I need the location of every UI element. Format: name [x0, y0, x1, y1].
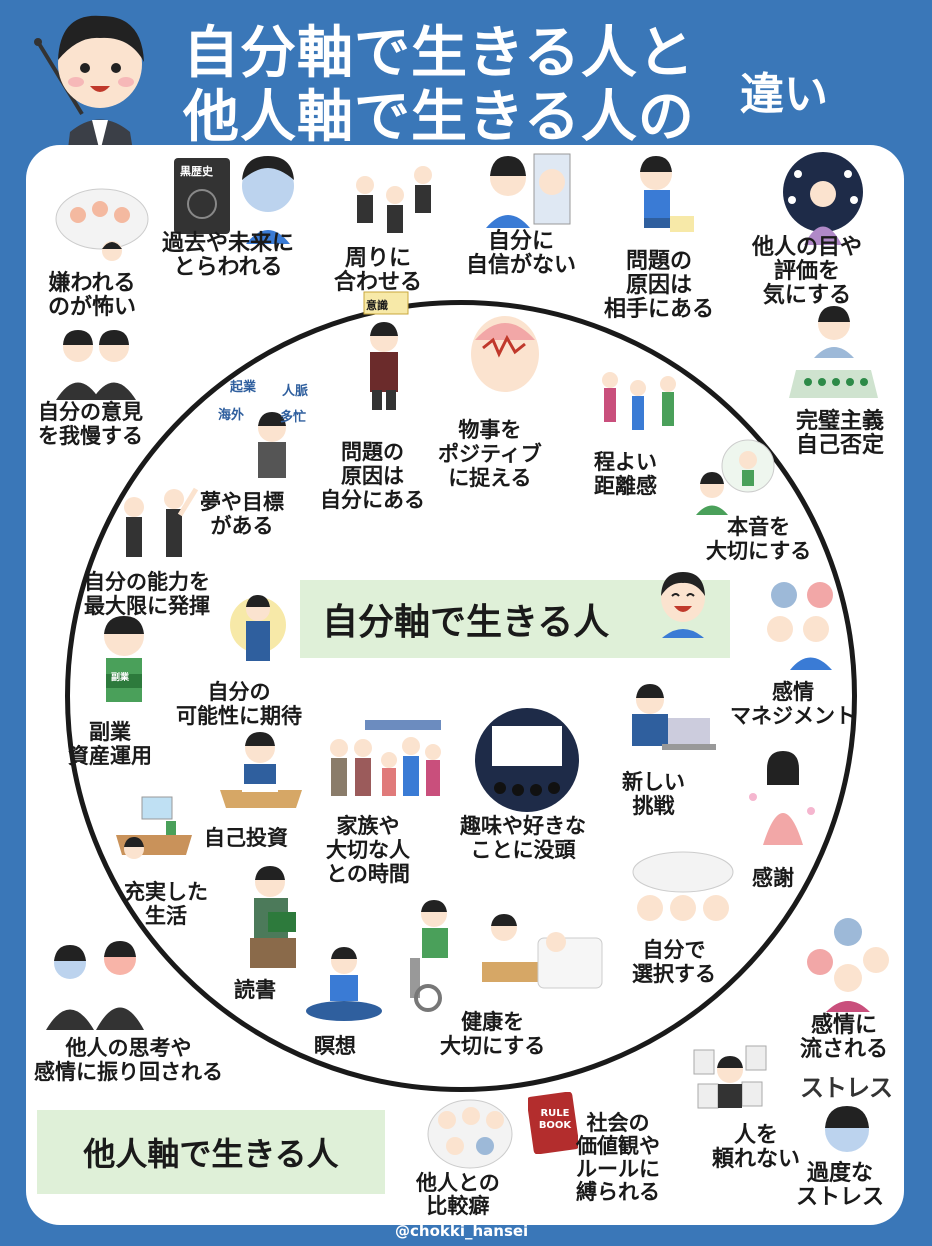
brain-head-icon	[471, 316, 539, 392]
inner-item-13: 感謝	[752, 866, 794, 890]
title-line-1: 自分軸で生きる人と	[183, 21, 695, 86]
inner-item-0: 問題の 原因は 自分にある	[320, 440, 425, 512]
laptop-man-icon	[632, 684, 716, 750]
thankful-woman-icon	[749, 751, 815, 845]
sidejob-book-label: 副業	[111, 673, 130, 683]
inner-item-3: 夢や目標 がある	[200, 490, 284, 538]
exercise-man-icon	[410, 900, 448, 1012]
sign-label-inner: 意識	[366, 299, 388, 312]
word-startup: 起業	[230, 380, 257, 395]
word-overseas: 海外	[218, 408, 245, 423]
outer-item-12: 人を 頼れない	[712, 1123, 801, 1172]
center-tag: 自分軸で生きる人	[300, 580, 730, 658]
outer-item-11: 社会の 価値観や ルールに 縛られる	[576, 1111, 660, 1204]
cheering-boy-icon	[696, 439, 775, 515]
word-network: 人脈	[282, 384, 309, 399]
family-icon	[330, 720, 441, 796]
perfectionist-icon	[789, 306, 878, 398]
outer-item-1: 過去や未来に とらわれる	[162, 231, 295, 280]
inner-item-1: 物事を ポジティブ に捉える	[438, 418, 542, 490]
meditation-icon	[306, 947, 382, 1021]
outer-item-10: 他人との 比較癖	[416, 1171, 500, 1218]
running-people-icon	[356, 166, 432, 233]
sitting-man-icon	[640, 156, 694, 232]
inner-item-10: 自己投資	[204, 826, 288, 850]
outer-item-8: 他人の思考や 感情に振り回される	[34, 1036, 223, 1084]
inner-item-12: 趣味や好きな ことに没頭	[460, 814, 586, 862]
title-line-2: 他人軸で生きる人の	[183, 85, 695, 150]
fulfilled-life-icon	[116, 796, 192, 859]
center-tag-label: 自分軸で生きる人	[322, 602, 610, 643]
outer-item-4: 問題の 原因は 相手にある	[604, 249, 715, 322]
thought-bubble-icon	[55, 188, 149, 261]
choosing-faces-icon	[632, 851, 734, 921]
outer-item-7: 完璧主義 自己否定	[796, 409, 885, 458]
inner-item-17: 瞑想	[314, 1034, 356, 1058]
word-busy: 多忙	[280, 410, 307, 425]
inner-item-8: 副業 資産運用	[68, 720, 152, 768]
two-men-icon	[56, 330, 136, 400]
outer-item-13: 過度な ストレス	[796, 1161, 885, 1210]
rule-book-label: RULE BOOK	[538, 1108, 572, 1131]
comparison-icon	[427, 1099, 513, 1169]
worried-man-book-icon	[174, 156, 294, 244]
man-sign-icon	[363, 291, 409, 410]
outer-item-2: 周りに 合わせる	[334, 246, 423, 295]
business-pair-icon	[124, 487, 199, 557]
swept-emotions-icon	[807, 918, 889, 1012]
rule-book-icon	[528, 1092, 578, 1154]
outer-item-5: 他人の目や 評価を 気にする	[752, 235, 863, 308]
inner-item-18: 健康を 大切にする	[440, 1010, 546, 1058]
header: 自分軸で生きる人と 他人軸で生きる人の 違い	[0, 0, 932, 182]
inner-item-6: 自分の 可能性に期待	[176, 680, 302, 728]
credit-handle: @chokki_hansei	[395, 1222, 529, 1240]
sidejob-man-icon	[104, 616, 144, 702]
busy-man-icon	[258, 412, 286, 478]
outer-tag: 他人軸で生きる人	[37, 1110, 385, 1194]
inner-item-9: 新しい 挑戦	[622, 770, 685, 818]
inner-item-5: 自分の能力を 最大限に発揮	[84, 570, 210, 618]
outer-item-6: 自分の意見 を我慢する	[38, 400, 143, 448]
stress-label: ストレス	[800, 1074, 893, 1102]
self-axis-circle	[65, 300, 857, 1092]
happy-man-icon	[661, 572, 705, 638]
book-label: 黒歴史	[180, 165, 213, 178]
title-suffix: 違い	[740, 69, 828, 120]
outer-item-0: 嫌われる のが怖い	[48, 271, 137, 320]
emotion-faces-icon	[767, 582, 833, 670]
outer-item-3: 自分に 自信がない	[466, 229, 577, 278]
meal-sleep-icon	[482, 914, 603, 989]
troubled-men-icon	[46, 941, 144, 1030]
watched-woman-icon	[783, 152, 863, 245]
inner-item-15: 自分で 選択する	[632, 938, 716, 986]
inner-item-7: 感情 マネジメント	[730, 680, 856, 728]
outer-tag-label: 他人軸で生きる人	[83, 1135, 339, 1173]
inner-item-16: 読書	[234, 978, 276, 1002]
distanced-people-icon	[602, 372, 676, 430]
cinema-icon	[475, 708, 579, 812]
reading-man-icon	[250, 866, 296, 968]
overwhelmed-man-icon	[693, 1045, 767, 1109]
inner-item-4: 本音を 大切にする	[706, 515, 812, 563]
inner-item-2: 程よい 距離感	[594, 450, 657, 498]
confident-man-icon	[230, 595, 286, 661]
inner-item-11: 家族や 大切な人 との時間	[326, 814, 410, 886]
inner-item-14: 充実した 生活	[124, 880, 208, 928]
outer-item-9: 感情に 流される	[800, 1013, 889, 1062]
studying-man-icon	[220, 732, 302, 808]
stressed-face-icon	[825, 1106, 869, 1152]
man-mirror-icon	[486, 153, 571, 228]
